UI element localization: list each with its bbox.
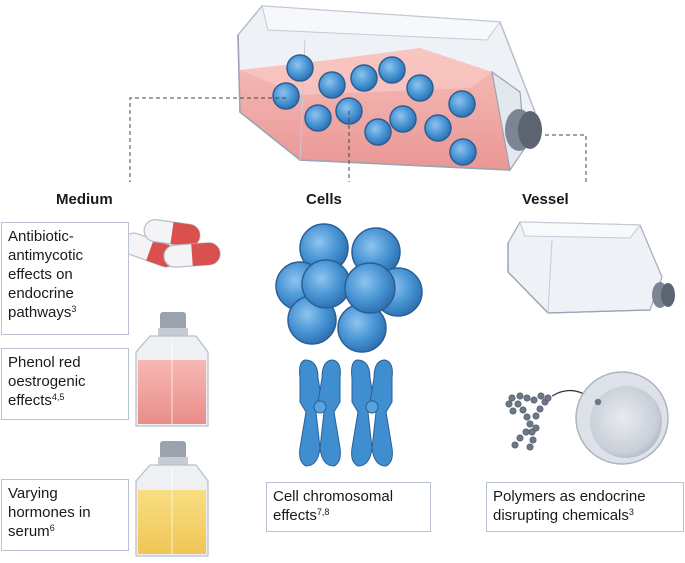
dashed-connectors [129,97,587,182]
reference-superscript: 3 [628,507,634,517]
flask-cells [272,54,477,166]
box-antibiotic-line-5: pathways [8,304,72,321]
heading-medium: Medium [56,191,113,208]
reference-superscript: 4,5 [51,392,65,402]
box-chromosomal-line-1: Cell chromosomal [273,488,394,505]
box-chromosomal-line-2: effects [273,507,317,524]
box-antibiotic: Antibiotic- antimycotic effects on endoc… [1,222,129,335]
box-chromosomal: Cell chromosomal effects7,8 [266,482,431,532]
reference-superscript: 6 [49,523,55,533]
polymer-chain-icon [505,392,552,451]
box-polymers: Polymers as endocrine disrupting chemica… [486,482,684,532]
box-serum-line-3: serum [8,523,50,540]
heading-vessel: Vessel [522,191,569,208]
cell-cluster-icon [275,223,423,353]
box-phenol-line-3: effects [8,392,52,409]
box-polymers-line-2: disrupting chemicals [493,507,629,524]
box-antibiotic-line-1: Antibiotic- [8,228,74,245]
box-serum-line-1: Varying [8,485,58,502]
box-serum-line-2: hormones in [8,504,91,521]
box-phenol-red: Phenol red oestrogenic effects4,5 [1,348,129,420]
box-antibiotic-line-4: endocrine [8,285,74,302]
reference-superscript: 7,8 [316,507,330,517]
box-phenol-line-2: oestrogenic [8,373,86,390]
box-antibiotic-line-2: antimycotic [8,247,84,264]
box-polymers-line-1: Polymers as endocrine [493,488,646,505]
culture-flask-icon [237,5,542,172]
box-phenol-line-1: Phenol red [8,354,81,371]
box-serum: Varying hormones in serum6 [1,479,129,551]
media-bottle-icon [135,312,209,427]
particle-sphere-icon [575,371,669,465]
media-bottle-icon [135,441,209,557]
box-antibiotic-line-3: effects on [8,266,73,283]
heading-cells: Cells [306,191,342,208]
capsule-icon [122,219,221,268]
chromosome-icon [299,359,393,467]
reference-superscript: 3 [71,304,77,314]
culture-flask-icon [507,221,675,314]
